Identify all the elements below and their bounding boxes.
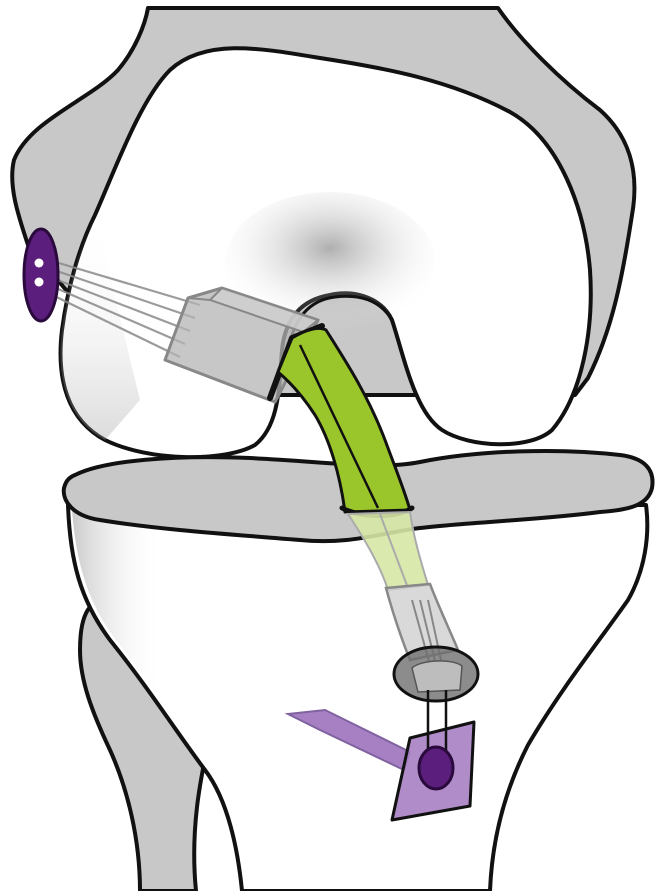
tibial-washer xyxy=(394,647,478,701)
cortical-button-icon xyxy=(24,229,58,321)
tibial-button xyxy=(419,747,453,789)
